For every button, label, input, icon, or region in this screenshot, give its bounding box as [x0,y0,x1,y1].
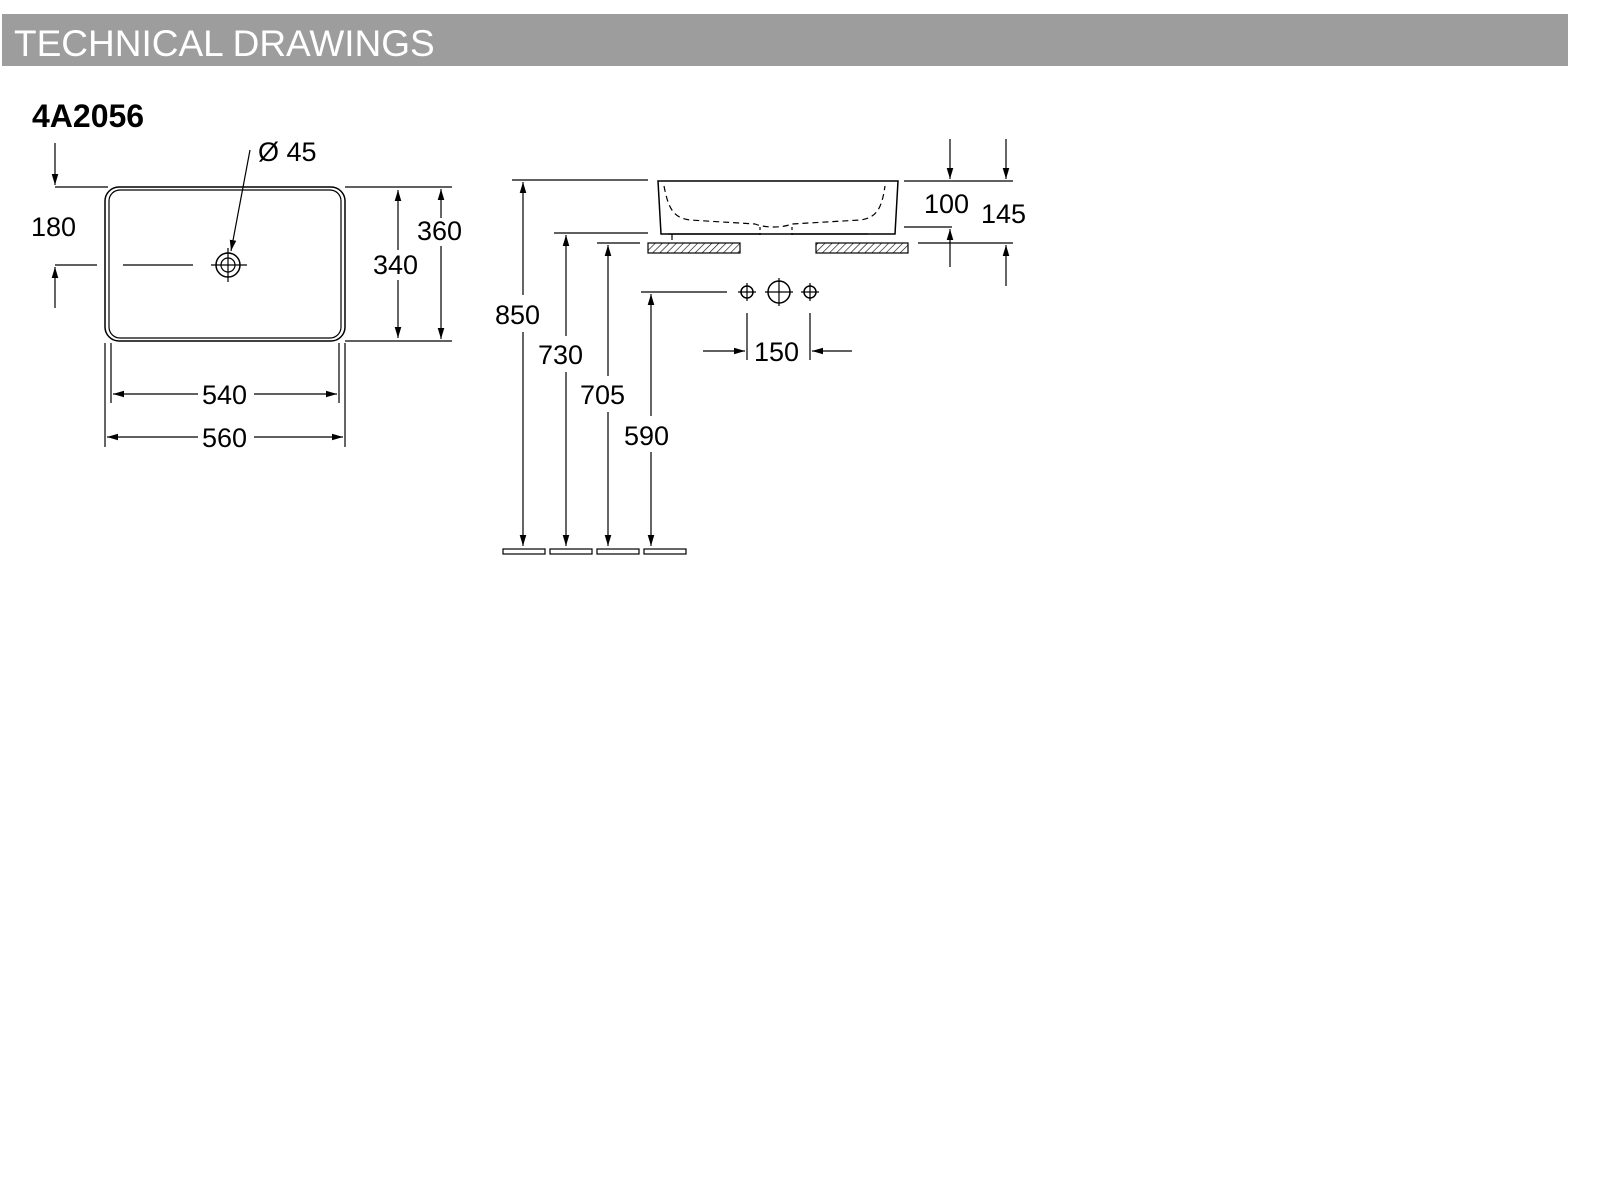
inner-depth-dimension: 340 [373,250,418,280]
height-850-dimension: 850 [495,300,540,330]
tap-spacing-dimension: 150 [754,337,799,367]
drain-offset-dimension: 180 [31,212,76,242]
bowl-height-dimension: 100 [924,189,969,219]
total-height-dimension: 145 [981,199,1026,229]
side-view: 100 145 150 850 [495,139,1026,555]
drain-diameter-label: Ø 45 [258,137,317,167]
tap-holes [738,278,819,306]
outer-depth-dimension: 360 [417,216,462,246]
countertop-left [647,242,741,254]
outer-width-dimension: 560 [202,423,247,453]
basin-outer-outline [104,186,346,342]
page-title: TECHNICAL DRAWINGS [14,23,435,64]
header-bar: TECHNICAL DRAWINGS [2,14,1568,66]
basin-inner-outline [108,189,342,339]
height-730-dimension: 730 [538,340,583,370]
plan-view: Ø 45 180 340 360 540 560 [31,137,462,453]
model-code: 4A2056 [32,98,145,134]
floor-line [502,548,687,555]
height-705-dimension: 705 [580,380,625,410]
drain-symbol [123,248,247,282]
countertop-right [815,242,909,254]
height-590-dimension: 590 [624,421,669,451]
basin-side-outline [657,180,899,235]
inner-width-dimension: 540 [202,380,247,410]
